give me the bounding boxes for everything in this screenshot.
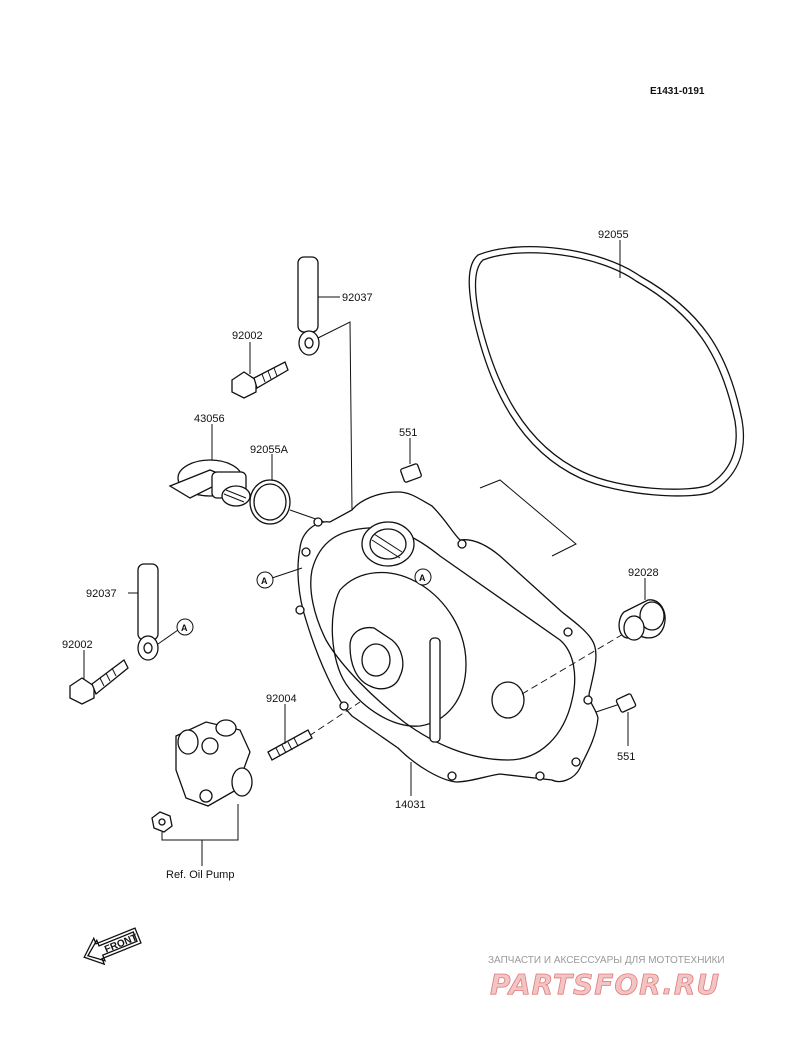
oil-pump — [175, 719, 253, 807]
clamp-92037-left — [137, 563, 159, 661]
marker-a-mid: A — [414, 568, 432, 586]
label-92002-left: 92002 — [62, 639, 93, 651]
clamp-92037-top — [297, 256, 320, 356]
label-92055: 92055 — [598, 229, 629, 241]
engine-cover-14031 — [295, 491, 599, 783]
dowel-right-route — [595, 703, 621, 713]
marker-a-left: A — [256, 567, 303, 589]
label-92055A: 92055A — [250, 444, 289, 456]
label-92037-top: 92037 — [342, 292, 373, 304]
svg-text:A: A — [181, 623, 188, 633]
oil-cap-43056 — [168, 459, 251, 507]
stud-92004 — [267, 729, 313, 761]
bolt-92002-left — [69, 659, 129, 705]
label-92028: 92028 — [628, 567, 659, 579]
o-ring-92055A — [249, 479, 291, 525]
dowel-551-right — [615, 693, 637, 713]
svg-text:A: A — [261, 576, 268, 586]
watermark: ЗАПЧАСТИ И АКСЕССУАРЫ ДЛЯ МОТОТЕХНИКИ PA… — [488, 955, 725, 1001]
label-92002-top: 92002 — [232, 330, 263, 342]
label-551-right: 551 — [617, 751, 635, 763]
gasket-92055 — [468, 246, 745, 497]
bushing-92028 — [618, 599, 666, 641]
gasket-mating-line — [479, 479, 577, 557]
dowel-551-top — [400, 463, 422, 483]
label-14031: 14031 — [395, 799, 426, 811]
label-551-top: 551 — [399, 427, 417, 439]
clamp-left-route — [157, 629, 179, 645]
clamp-top-route — [317, 321, 353, 511]
diagram-code: E1431-0191 — [650, 86, 705, 97]
svg-text:A: A — [419, 573, 426, 583]
watermark-logo: PARTSFOR.RU — [490, 968, 720, 1001]
front-arrow: FRONT — [83, 927, 142, 966]
ref-oil-pump-bracket — [161, 804, 239, 841]
nut — [151, 811, 173, 833]
label-92004: 92004 — [266, 693, 297, 705]
label-92037-left: 92037 — [86, 588, 117, 600]
watermark-tagline: ЗАПЧАСТИ И АКСЕССУАРЫ ДЛЯ МОТОТЕХНИКИ — [488, 955, 725, 966]
label-ref-oil-pump: Ref. Oil Pump — [166, 869, 234, 881]
marker-a-pump: A — [176, 618, 194, 636]
bolt-92002-top — [231, 361, 289, 399]
label-43056: 43056 — [194, 413, 225, 425]
bushing-axis-line — [521, 629, 631, 695]
